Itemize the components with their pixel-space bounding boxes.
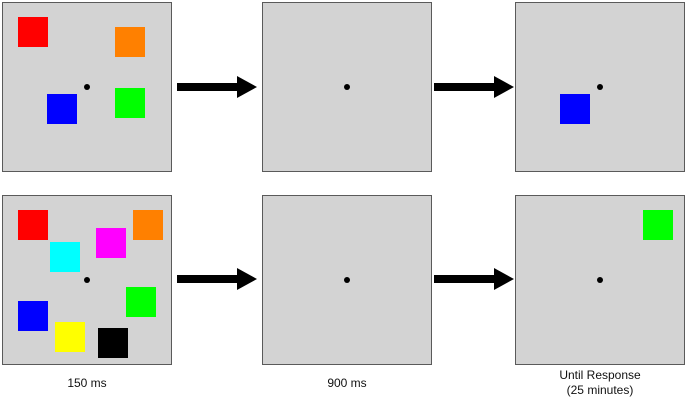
row1-memory-panel [2, 2, 172, 172]
fixation-dot [597, 277, 603, 283]
test-duration-line1: Until Response [559, 368, 641, 382]
delay-duration-caption: 900 ms [262, 376, 432, 391]
row1-green-square [115, 88, 145, 118]
row1-red-square [18, 17, 48, 47]
row1-blue-square [47, 94, 77, 124]
memory-duration-text: 150 ms [67, 376, 107, 390]
arrow-icon [177, 76, 257, 98]
fixation-dot [597, 84, 603, 90]
row1-test-blue-square [560, 94, 590, 124]
row2-yellow-square [55, 322, 85, 352]
fixation-dot [84, 84, 90, 90]
arrow-icon [434, 76, 514, 98]
fixation-dot [344, 84, 350, 90]
arrow-icon [434, 268, 514, 290]
row2-cyan-square [50, 242, 80, 272]
row1-delay-panel [262, 2, 432, 172]
row2-blue-square [18, 301, 48, 331]
row2-magenta-square [96, 228, 126, 258]
delay-duration-text: 900 ms [327, 376, 367, 390]
row1-orange-square [115, 27, 145, 57]
memory-duration-caption: 150 ms [2, 376, 172, 391]
test-duration-caption: Until Response (25 minutes) [515, 368, 685, 398]
row1-test-panel [515, 2, 685, 172]
row2-test-green-square [643, 210, 673, 240]
fixation-dot [84, 277, 90, 283]
row2-memory-panel [2, 195, 172, 365]
row2-test-panel [515, 195, 685, 365]
test-duration-line2: (25 minutes) [566, 383, 634, 397]
row2-red-square [18, 210, 48, 240]
row2-delay-panel [262, 195, 432, 365]
fixation-dot [344, 277, 350, 283]
row2-green-square [126, 287, 156, 317]
row2-black-square [98, 328, 128, 358]
arrow-icon [177, 268, 257, 290]
row2-orange-square [133, 210, 163, 240]
